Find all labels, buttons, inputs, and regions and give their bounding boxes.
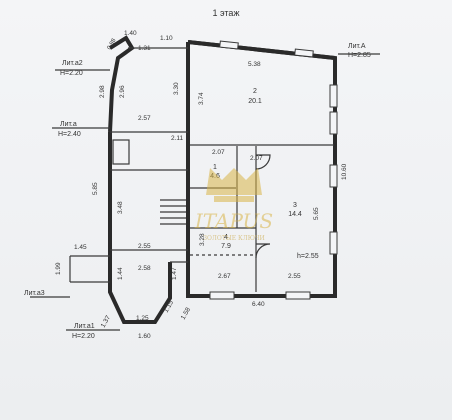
dim: 1.31 bbox=[138, 45, 151, 52]
dim: 1.10 bbox=[160, 35, 173, 42]
dim: 3.48 bbox=[117, 201, 124, 214]
dim: 2.11 bbox=[171, 135, 184, 142]
lit-label-height: H=2.20 bbox=[60, 70, 83, 77]
lit-label-height: H=2.40 bbox=[58, 131, 81, 138]
floor-title: 1 этаж bbox=[213, 8, 240, 18]
dim: 2.55 bbox=[138, 243, 151, 250]
extension-walls bbox=[69, 35, 188, 324]
dim: 1.40 bbox=[124, 30, 137, 37]
stairs bbox=[160, 199, 186, 225]
dim: 3.28 bbox=[199, 233, 206, 246]
dim: 5.85 bbox=[92, 182, 99, 195]
dim: 2.55 bbox=[288, 273, 301, 280]
window bbox=[329, 84, 338, 108]
fixture bbox=[112, 139, 130, 165]
window bbox=[329, 231, 338, 255]
room-number: 3 bbox=[293, 202, 297, 209]
dim: 2.57 bbox=[138, 115, 151, 122]
lit-a2-wall bbox=[108, 35, 135, 133]
watermark-logo: ITAPUS ЗОЛОТЫЕ КЛЮЧИ bbox=[194, 168, 273, 242]
dim: 1.37 bbox=[100, 314, 113, 329]
dim: 2.07 bbox=[250, 155, 263, 162]
window bbox=[329, 111, 338, 135]
dim: 2.96 bbox=[119, 85, 126, 98]
lit-label-name: Лит.а1 bbox=[74, 323, 95, 330]
dim: 1.58 bbox=[180, 306, 193, 321]
dim: 1.60 bbox=[138, 333, 151, 340]
window bbox=[209, 291, 235, 300]
lit-a1-wall bbox=[108, 256, 172, 324]
lit-label-height: H=2.85 bbox=[348, 52, 371, 59]
dim: 5.38 bbox=[248, 61, 261, 68]
window bbox=[219, 40, 239, 50]
dim: 5.65 bbox=[313, 207, 320, 220]
dim: 1.45 bbox=[74, 244, 87, 251]
dim: 1.47 bbox=[171, 267, 178, 280]
door-swing bbox=[255, 154, 271, 170]
room-area: 14.4 bbox=[288, 211, 302, 218]
room-area: 20.1 bbox=[248, 98, 262, 105]
windows bbox=[209, 40, 338, 300]
lit-leaders bbox=[30, 53, 380, 331]
lit-label-name: Лит.А bbox=[348, 43, 366, 50]
room-area: 7.9 bbox=[221, 243, 231, 250]
dim: 2.67 bbox=[218, 273, 231, 280]
dim: 3.74 bbox=[198, 92, 205, 105]
dim: 2.58 bbox=[138, 265, 151, 272]
dim: 0.98 bbox=[107, 37, 118, 51]
crown-icon bbox=[206, 168, 262, 195]
window bbox=[294, 48, 314, 58]
watermark-text: ITAPUS bbox=[194, 209, 273, 233]
room-number: 4 bbox=[224, 234, 228, 241]
door-swing bbox=[255, 243, 271, 259]
dim: 10.60 bbox=[341, 163, 348, 180]
lit-label-name: Лит.а3 bbox=[24, 290, 45, 297]
watermark-subtitle: ЗОЛОТЫЕ КЛЮЧИ bbox=[203, 235, 264, 242]
dim: 3.30 bbox=[173, 82, 180, 95]
window bbox=[285, 291, 311, 300]
window bbox=[329, 164, 338, 188]
room-number: 1 bbox=[213, 164, 217, 171]
lit-label-name: Лит.а2 bbox=[62, 60, 83, 67]
room-height: h=2.55 bbox=[297, 253, 319, 260]
dim: 1.99 bbox=[55, 262, 62, 275]
dim: 2.07 bbox=[212, 149, 225, 156]
dim: 1.25 bbox=[136, 315, 149, 322]
lit-label-height: H=2.20 bbox=[72, 333, 95, 340]
crown-base bbox=[214, 196, 254, 202]
dim: 6.40 bbox=[252, 301, 265, 308]
dim: 1.44 bbox=[117, 267, 124, 280]
dim: 1.15 bbox=[163, 299, 176, 314]
dim: 2.98 bbox=[99, 85, 106, 98]
lit-label-name: Лит.а bbox=[60, 121, 77, 128]
room-number: 2 bbox=[253, 88, 257, 95]
